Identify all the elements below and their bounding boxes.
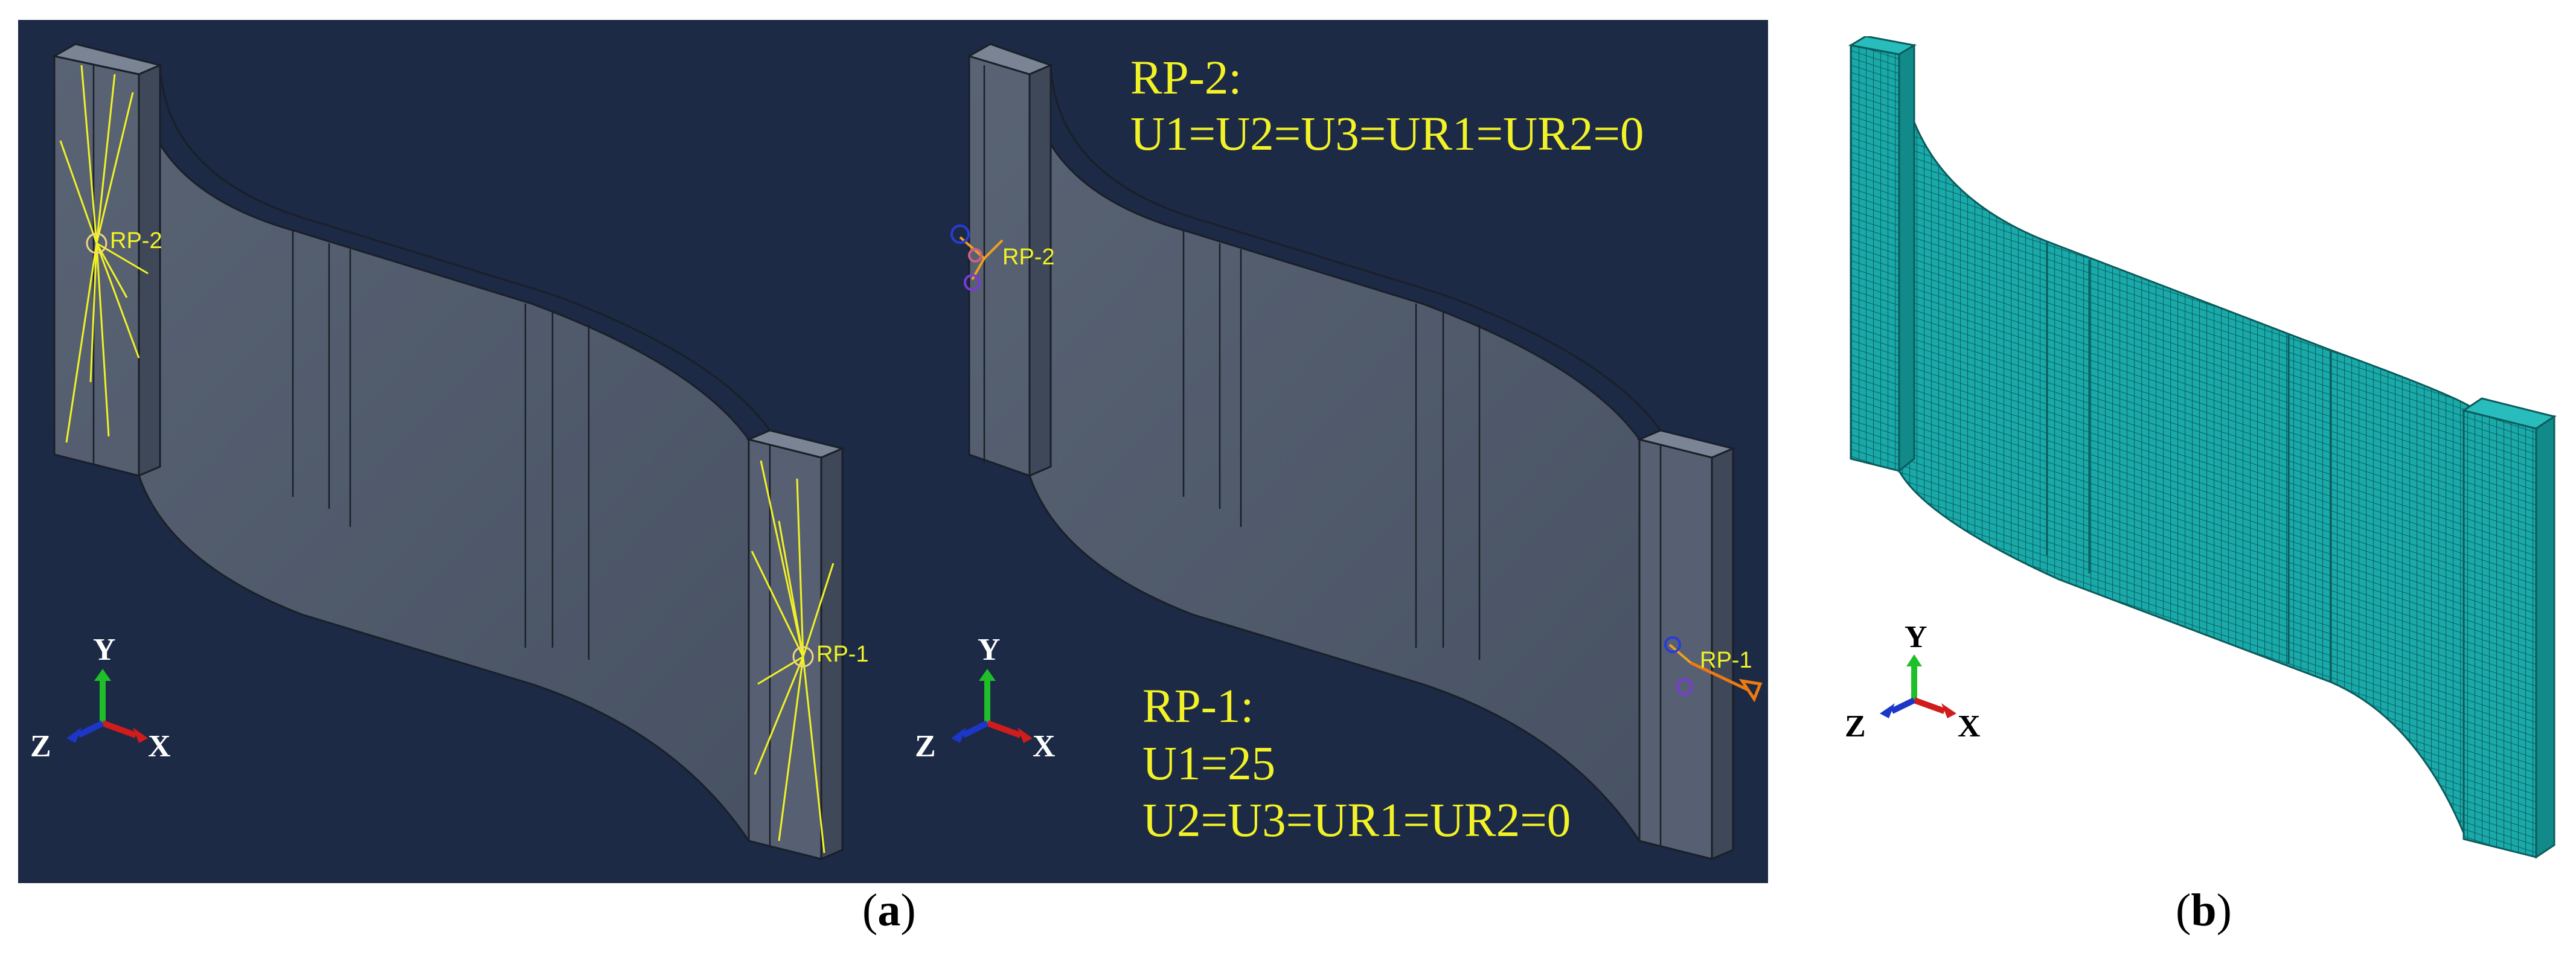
coupling-lines-rp1 bbox=[751, 460, 835, 854]
axis-z-label: Z bbox=[1845, 709, 1866, 744]
meshed-specimen bbox=[1848, 36, 2557, 859]
coordinate-triad-right: Y Z X bbox=[915, 633, 1056, 764]
meshed-specimen-panel: Y Z X bbox=[1830, 36, 2576, 869]
specimen-front-face bbox=[968, 54, 1713, 860]
mesh-partition-lines bbox=[2046, 241, 2332, 682]
top-edge bbox=[159, 65, 771, 431]
partition-lines bbox=[983, 65, 1662, 847]
left-grip-side bbox=[138, 63, 161, 477]
bc-rp2-title: RP-2: bbox=[1130, 52, 1242, 104]
bc-symbol-rp1 bbox=[1664, 636, 1763, 703]
rp2-marker bbox=[86, 232, 107, 254]
bc-symbol-rp2 bbox=[950, 225, 1004, 291]
rp1-label: RP-1 bbox=[1700, 648, 1752, 673]
rp2-label: RP-2 bbox=[1002, 244, 1055, 270]
caption-a-close: ) bbox=[900, 885, 916, 936]
mesh-drawing: Y Z X bbox=[1845, 36, 2557, 859]
rp1-marker bbox=[792, 646, 814, 668]
mesh-left-grip-side bbox=[1898, 43, 1915, 473]
left-specimen: RP-2 RP-1 bbox=[51, 43, 869, 861]
rp1-label: RP-1 bbox=[816, 642, 869, 667]
bc-rp2-line1: U1=U2=U3=UR1=UR2=0 bbox=[1130, 108, 1644, 161]
mesh-right-grip-side bbox=[2535, 415, 2555, 859]
axis-x-label: X bbox=[148, 729, 171, 764]
caption-b-close: ) bbox=[2216, 885, 2232, 936]
axis-z-label: Z bbox=[30, 729, 51, 764]
caption-b: (b) bbox=[2176, 884, 2232, 937]
left-grip-side bbox=[1028, 63, 1052, 477]
abaqus-viewport: RP-2 RP-1 Y Z X bbox=[18, 20, 1768, 883]
caption-a-open: ( bbox=[862, 885, 878, 936]
mesh-right-grip-front bbox=[2462, 409, 2537, 858]
coupling-lines-rp2 bbox=[59, 65, 149, 443]
axis-y-label: Y bbox=[93, 633, 116, 667]
caption-a: (a) bbox=[862, 884, 916, 937]
top-edge bbox=[1049, 65, 1662, 431]
right-grip-side bbox=[820, 447, 844, 861]
coordinate-triad-mesh: Y Z X bbox=[1845, 620, 1981, 744]
axis-y-label: Y bbox=[1905, 620, 1927, 654]
right-grip-side bbox=[1711, 447, 1734, 861]
axis-y-label: Y bbox=[978, 633, 1001, 667]
bc-rp1-line1: U1=25 bbox=[1142, 738, 1275, 790]
axis-x-label: X bbox=[1033, 729, 1056, 764]
coordinate-triad-left: Y Z X bbox=[30, 633, 171, 764]
right-specimen: RP-2 RP-1 bbox=[950, 43, 1763, 861]
axis-z-label: Z bbox=[915, 729, 936, 764]
bc-rp1-line2: U2=U3=UR1=UR2=0 bbox=[1142, 794, 1571, 847]
axis-x-label: X bbox=[1958, 709, 1981, 744]
caption-b-open: ( bbox=[2176, 885, 2191, 936]
mesh-front-face bbox=[1850, 44, 2507, 846]
caption-b-letter: b bbox=[2191, 885, 2217, 936]
rp2-label: RP-2 bbox=[110, 228, 162, 254]
bc-rp1-title: RP-1: bbox=[1142, 680, 1254, 733]
caption-a-letter: a bbox=[877, 885, 901, 936]
viewport-drawing: RP-2 RP-1 Y Z X bbox=[30, 43, 1763, 861]
